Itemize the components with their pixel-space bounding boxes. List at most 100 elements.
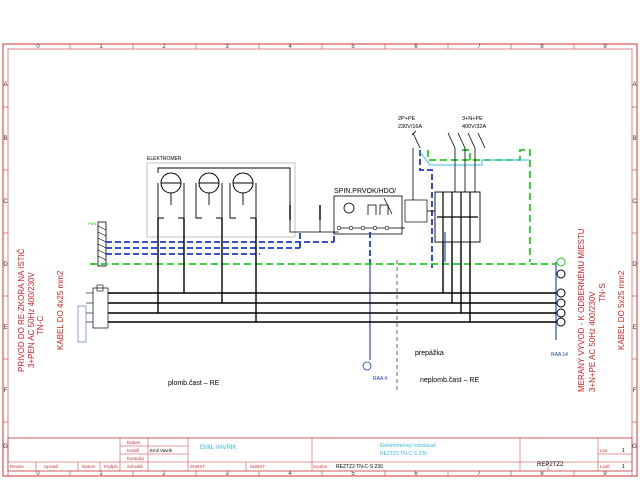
sealed-section-label: plomb.čast – RE: [168, 380, 220, 387]
tb-schvalil: Schválil: [127, 464, 143, 469]
left-desc-line-2: 3+PEN AC 50Hz 400/230V: [27, 271, 36, 368]
col-label: 3: [225, 44, 229, 50]
terminal-label-right: RAA 14: [551, 352, 568, 358]
tb-kreslil: Kreslil: [127, 448, 139, 453]
row-label: E: [3, 325, 7, 331]
col-label: 0: [36, 471, 40, 477]
protective-earth-wires: [90, 149, 556, 265]
output-terminals: [556, 257, 566, 327]
row-label: F: [4, 388, 8, 394]
col-label: 8: [540, 44, 544, 50]
pen-label: PEN: [88, 221, 96, 226]
tb-soubor-label: Soubor:: [313, 464, 329, 469]
col-label: 7: [477, 471, 481, 477]
tb-listu-val: 1: [622, 464, 625, 470]
right-cable-description: MERANÝ VÝVOD - K ODBERNÉMU MIESTU 3+N+PE…: [577, 228, 626, 392]
tb-upravil: Upravil: [44, 464, 58, 469]
tb-list: List: [600, 448, 608, 453]
tb-drawing-id: REP2TZ2: [537, 462, 564, 468]
col-label: 4: [288, 44, 292, 50]
row-label: C: [632, 199, 637, 205]
switch-symbols: [411, 130, 486, 149]
terminal-label-left: RAA 4: [373, 376, 387, 382]
main-breaker-3p: 3+N+PE 400V/32A: [434, 116, 486, 243]
row-label: F: [633, 388, 637, 394]
breaker-1p-rating: 230V/16A: [398, 124, 422, 130]
row-label: G: [632, 444, 637, 450]
pen-busbar: PEN: [88, 221, 107, 267]
electricity-meter: ELEKTROMER: [146, 156, 296, 238]
drawing-frame: 0 1 2 3 4 5 6 7 8 9 0 1 2 3 4 5 6 7 8 9 …: [2, 43, 638, 477]
control-wire: [419, 151, 530, 166]
neutral-wires-solid: [369, 232, 557, 360]
hdo-receiver-icon: [343, 202, 355, 214]
meter-label: ELEKTROMER: [147, 156, 182, 162]
tb-datum: Datum: [127, 440, 141, 445]
row-label: B: [3, 136, 7, 142]
terminal-icon: [556, 308, 566, 318]
phase-wires: [108, 205, 556, 323]
left-desc-line-1: PRIVOD DO RE-ZKORA NA ISTIČ: [17, 248, 26, 372]
breaker-3p-rating: 400V/32A: [462, 124, 486, 130]
col-label: 9: [603, 44, 607, 50]
row-label: E: [632, 325, 636, 331]
switching-element-label: SPIN.PRVOK/HDO/: [334, 188, 396, 195]
tb-datum2: Datum: [82, 464, 96, 469]
col-label: 1: [99, 471, 103, 477]
switching-element-hdo: SPIN.PRVOK/HDO/: [333, 188, 403, 235]
tb-title-line-1: Elektromerový rozvádzač: [380, 443, 437, 449]
row-label: D: [3, 262, 8, 268]
col-label: 5: [351, 44, 355, 50]
col-label: 0: [36, 44, 40, 50]
row-label: D: [632, 262, 637, 268]
row-label: B: [632, 136, 636, 142]
col-label: 5: [351, 471, 355, 477]
tb-revize: Revize: [10, 464, 24, 469]
title-block: Datum Kreslil Kontrola Schválil Revize U…: [7, 437, 633, 472]
unsealed-section-label: neplomb.čast – RE: [420, 377, 479, 384]
terminal-icon: [556, 298, 566, 308]
row-label: G: [3, 444, 8, 450]
partition-line: prepážka: [396, 260, 444, 392]
tb-podpis: Podpis: [104, 464, 119, 469]
row-label: A: [632, 82, 636, 88]
col-label: 9: [603, 471, 607, 477]
neutral-wires: [106, 150, 433, 268]
terminal-icon: [556, 269, 566, 279]
terminal-icon: [556, 317, 566, 327]
breaker-3p-rating: 3+N+PE: [462, 116, 483, 122]
partition-label: prepážka: [415, 350, 444, 357]
row-label: A: [3, 82, 7, 88]
right-desc-line-1: MERANÝ VÝVOD - K ODBERNÉMU MIESTU: [577, 228, 586, 392]
col-label: 4: [288, 471, 292, 477]
left-desc-line-4: KABEL DO 4x25 mm2: [56, 270, 65, 350]
terminal-icon: [556, 288, 566, 298]
tb-list-val: 1: [622, 448, 625, 454]
tb-subst2: SUBST:: [250, 464, 266, 469]
tb-kontrola: Kontrola: [127, 456, 144, 461]
phase-wires-thin: [289, 148, 476, 233]
tb-soubor: REZTZ2 TN-C-S 230: [336, 464, 383, 470]
right-desc-line-2: 3+N+PE AC 50Hz 400/230V: [588, 291, 597, 392]
tb-listu: Listů: [600, 463, 610, 469]
terminal-icon: [362, 361, 372, 371]
tb-kreslil-name: Emil Vavrik: [150, 448, 173, 453]
col-label: 6: [414, 471, 418, 477]
tb-title-line-2: REZTZ2 TN-C-S 230: [380, 451, 427, 457]
left-desc-line-3: TN-C: [36, 316, 45, 335]
tb-author: EMIL VAVRIK: [200, 445, 237, 451]
terminal-icon: [556, 257, 566, 267]
col-label: 3: [225, 471, 229, 477]
col-label: 7: [477, 44, 481, 50]
terminal-labels: RAA 4 RAA 14: [362, 352, 568, 382]
col-label: 2: [162, 44, 166, 50]
col-label: 1: [99, 44, 103, 50]
input-terminals: [77, 284, 109, 343]
col-label: 8: [540, 471, 544, 477]
right-desc-line-3: TN-S: [598, 283, 607, 302]
col-label: 2: [162, 471, 166, 477]
left-cable-description: PRIVOD DO RE-ZKORA NA ISTIČ 3+PEN AC 50H…: [17, 248, 65, 372]
right-desc-line-4: KABEL DO 5x25 mm2: [617, 270, 626, 350]
row-label: C: [3, 199, 8, 205]
